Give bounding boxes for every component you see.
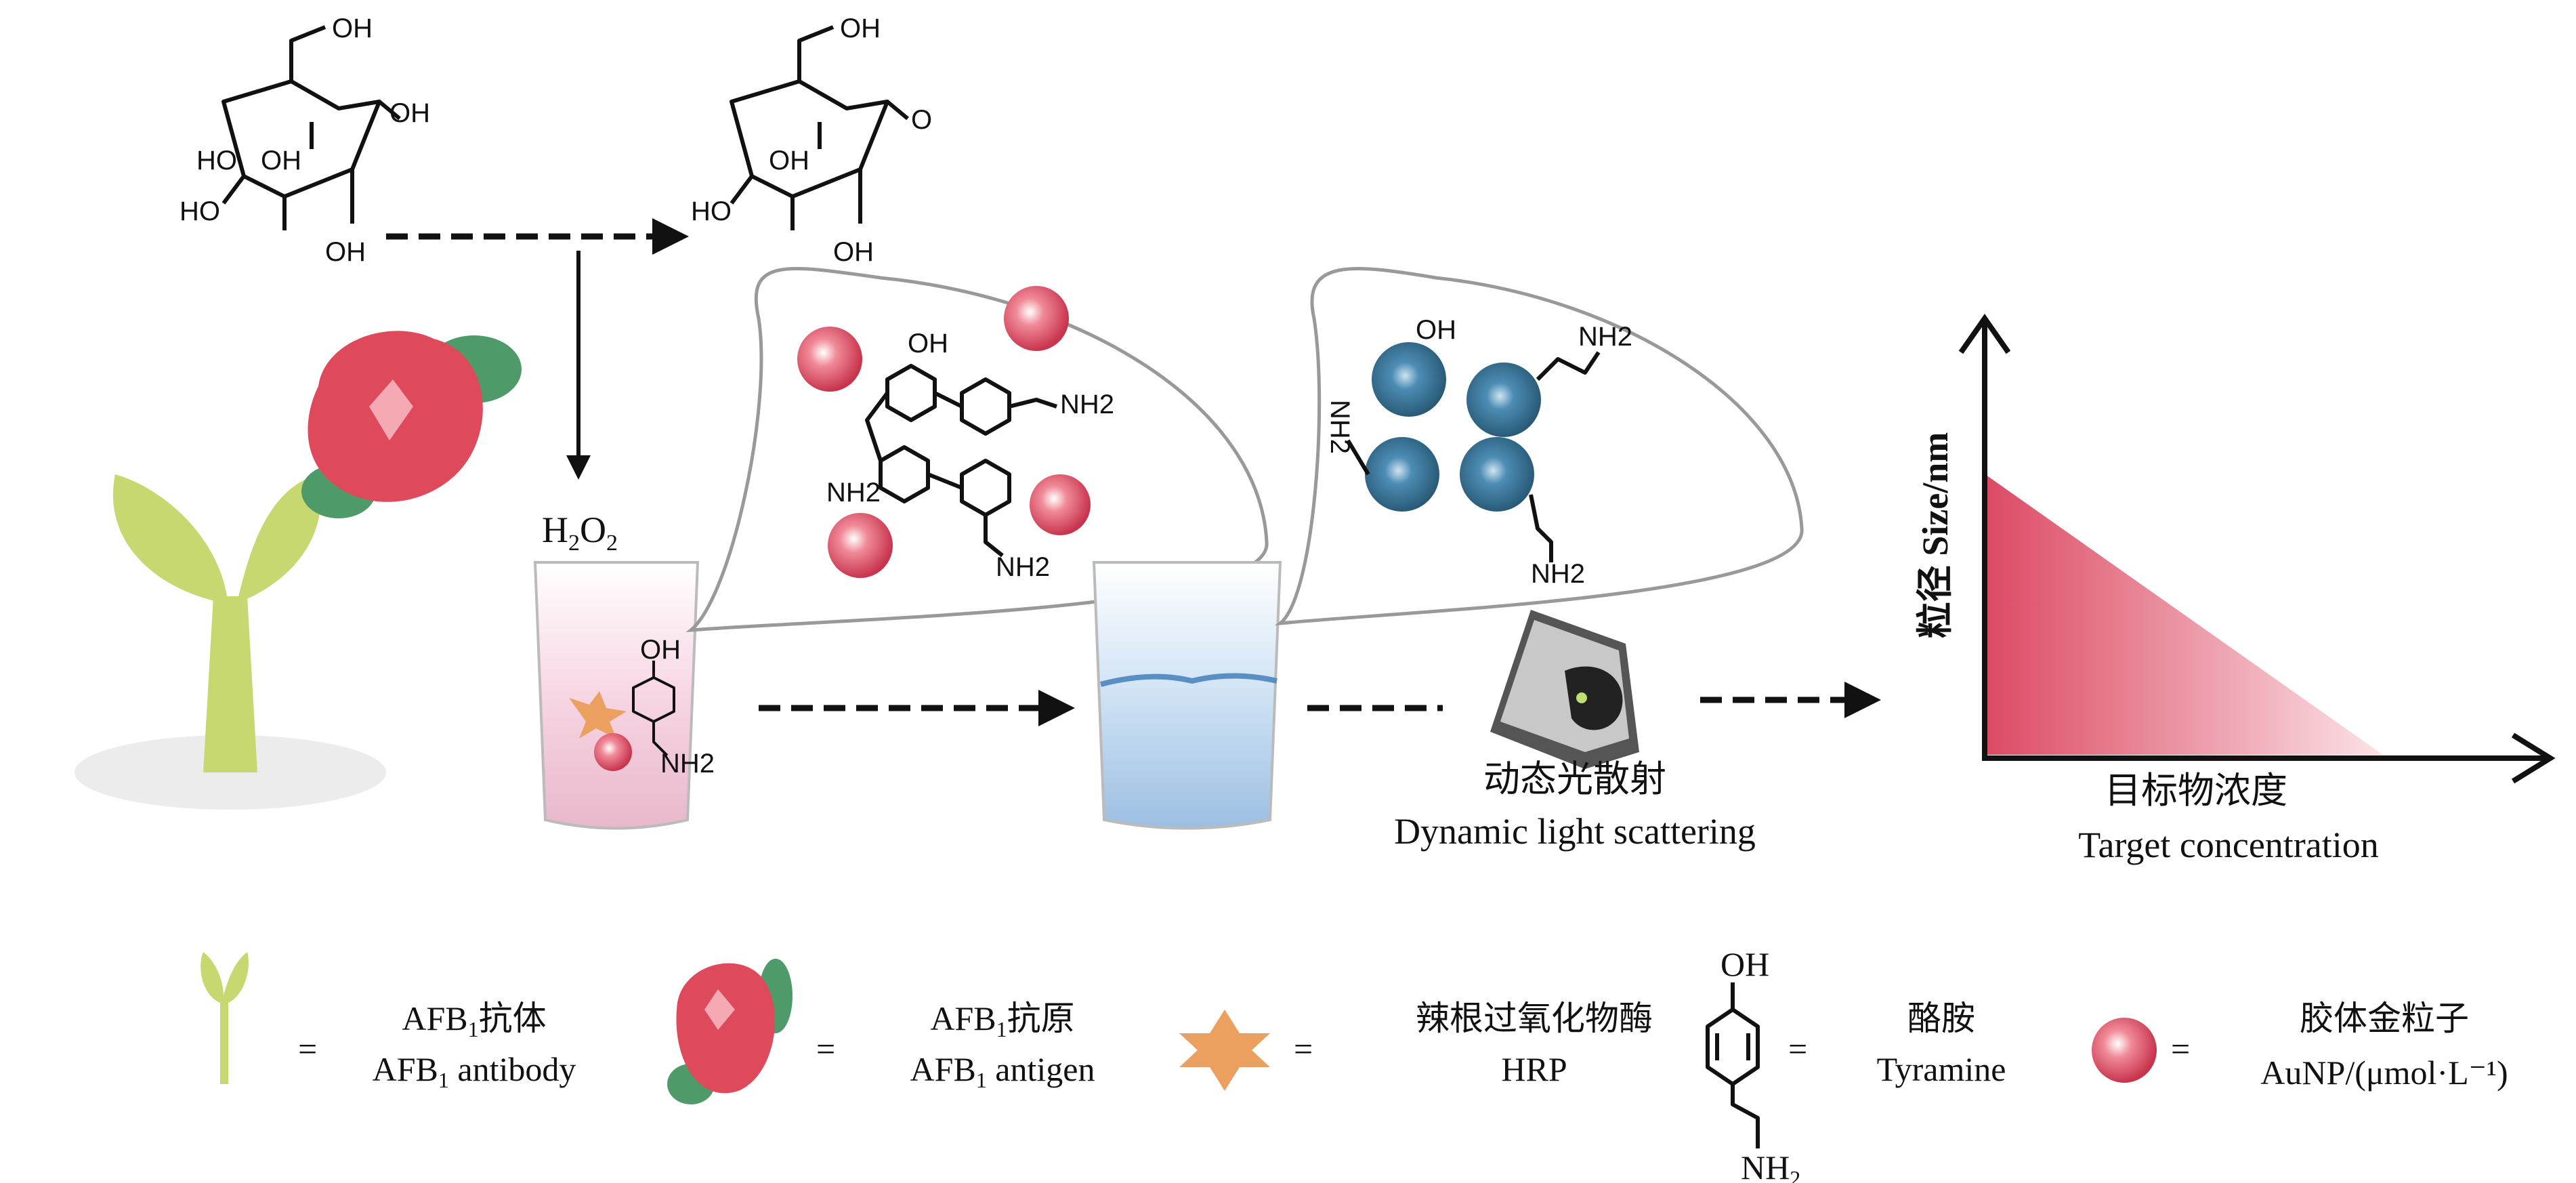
antigen-label-en: AFB1 antigen [910,1050,1095,1092]
y-axis-label: 粒径 Size/nm [1915,432,1956,639]
x-axis-label-cn: 目标物浓度 [2105,770,2287,811]
bubble2-oh: OH [1416,315,1456,345]
dls-instrument-icon [1490,610,1639,769]
equals-sign: = [1788,1030,1807,1068]
lactone-oh: OH [769,146,809,175]
aunp-label-en: AuNP/(μmol·L⁻¹) [2260,1054,2508,1092]
lactone-oh: OH [840,14,881,43]
legend-hrp: = 辣根过氧化物酶 HRP [1179,999,1653,1091]
antigen-label-cn: AFB1抗原 [930,999,1074,1041]
glucose-oh: OH [389,98,430,128]
antigen-icon [667,959,793,1104]
tyramine-oh: OH [640,635,681,665]
beaker-aggregated [1092,561,1282,830]
legend-antigen: = AFB1抗原 AFB1 antigen [667,959,1095,1104]
legend-antibody: = AFB1抗体 AFB1 antibody [200,952,576,1092]
glucose-structure: OH OH OH HO HO OH [180,14,430,267]
tyramine-nh2: NH2 [660,749,715,779]
hrp-label-cn: 辣根过氧化物酶 [1416,999,1653,1037]
dls-label-en: Dynamic light scattering [1394,811,1756,852]
h2o2-label: H2O2 [542,510,618,556]
size-vs-concentration-plot: 粒径 Size/nm 目标物浓度 Target concentration [1915,314,2556,865]
bubble1-nh2: NH2 [1060,390,1114,419]
tyramine-structure-icon [1706,982,1760,1148]
glucose-oh: OH [332,14,373,43]
tyramine-oh-label: OH [1720,945,1769,983]
lactone-oh: HO [691,196,732,226]
hrp-label-en: HRP [1501,1050,1567,1088]
bubble1-nh2: NH2 [996,552,1050,582]
equals-sign: = [2171,1030,2190,1068]
equals-sign: = [298,1030,317,1068]
glucose-oh: HO [196,146,237,175]
tyramine-label-cn: 酪胺 [1907,999,1975,1037]
aunp-icon [2092,1018,2157,1083]
equals-sign: = [816,1030,835,1068]
aunp-label-cn: 胶体金粒子 [2300,999,2469,1037]
equals-sign: = [1294,1030,1313,1068]
bubble2-nh2: NH2 [1531,559,1585,589]
beaker-reaction-mixture: OH NH2 [533,561,715,830]
glucose-oh: OH [325,237,366,267]
legend: = AFB1抗体 AFB1 antibody = AFB1抗原 AFB1 ant… [200,945,2508,1183]
bubble2-nh2: NH2 [1325,400,1355,454]
tyramine-nh2-label: NH2 [1741,1148,1800,1183]
dls-label-cn: 动态光散射 [1483,759,1666,800]
bubble1-oh: OH [908,329,948,358]
aggregated-aunp-bubble: OH NH2 NH2 NH2 [1274,266,1804,626]
antibody-label-cn: AFB1抗体 [402,999,546,1041]
antibody-label-en: AFB1 antibody [373,1050,576,1092]
size-decrease-triangle [1986,475,2383,755]
glucose-oh: HO [180,196,220,226]
x-axis-label-en: Target concentration [2078,825,2379,865]
lactone-o: O [911,105,932,135]
glucose-oh: OH [261,146,301,175]
dispersed-aunp-bubble: OH NH2 NH2 NH2 [685,266,1269,633]
antibody-icon [200,952,249,1084]
tyramine-label-en: Tyramine [1877,1050,2006,1088]
gluconolactone-structure: OH OH HO OH O [691,14,932,267]
hrp-icon [1179,1010,1270,1091]
lactone-oh: OH [833,237,874,267]
bubble1-nh2: NH2 [826,478,881,507]
legend-aunp: = 胶体金粒子 AuNP/(μmol·L⁻¹) [2092,999,2508,1092]
antibody-with-antigen-illustration [75,331,522,810]
bubble2-nh2: NH2 [1578,322,1632,352]
legend-tyramine: OH NH2 = 酪胺 Tyramine [1706,945,2006,1183]
